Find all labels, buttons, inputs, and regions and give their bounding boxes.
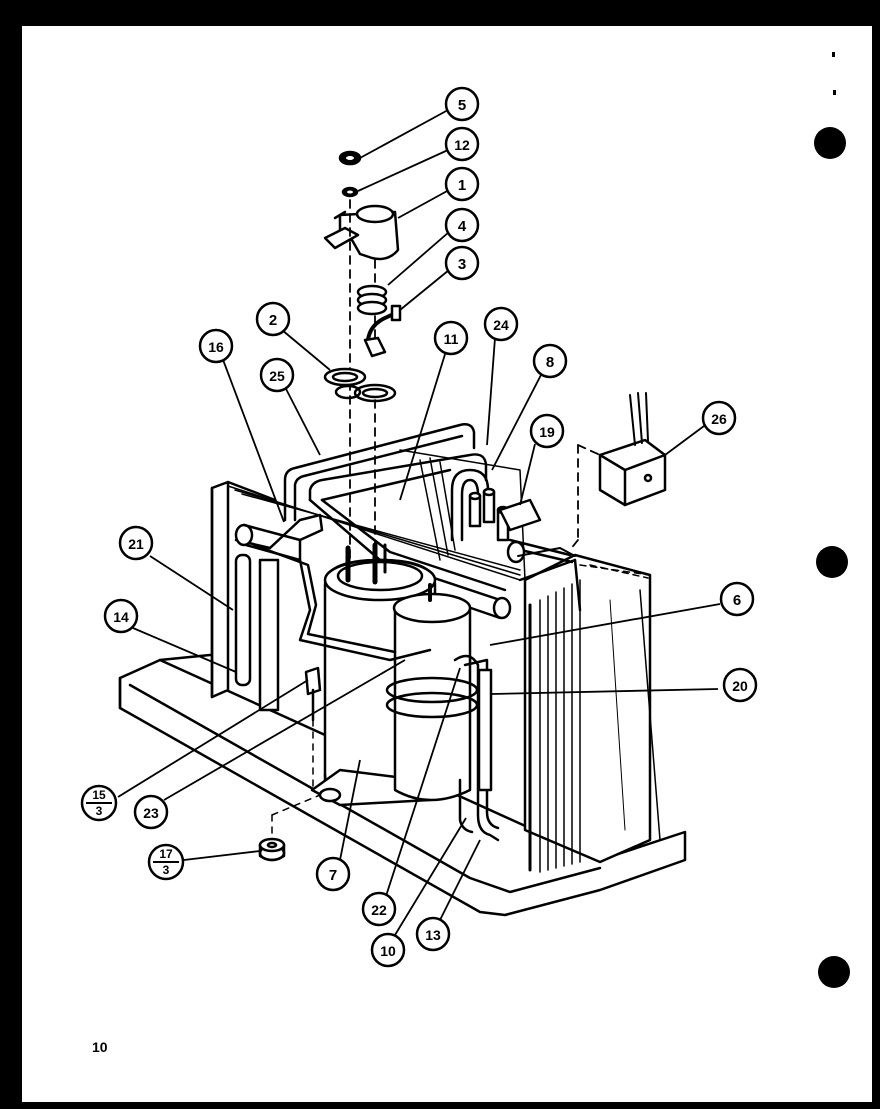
svg-text:4: 4 (458, 218, 467, 235)
condenser-coil (518, 553, 661, 873)
callout-12: 12 (444, 126, 480, 162)
valve-tubes (450, 468, 510, 542)
callout-2: 2 (255, 301, 291, 337)
callout-11: 11 (433, 320, 469, 356)
callout-3: 3 (444, 245, 480, 281)
callout-7: 7 (315, 856, 351, 892)
svg-text:12: 12 (454, 137, 470, 153)
callout-16: 16 (198, 328, 234, 364)
callout-10: 10 (370, 932, 406, 968)
callout-1: 1 (444, 166, 480, 202)
svg-text:21: 21 (128, 536, 144, 552)
svg-text:15: 15 (92, 788, 106, 802)
svg-text:25: 25 (269, 368, 285, 384)
svg-text:20: 20 (732, 678, 748, 694)
callout-25: 25 (259, 357, 295, 393)
svg-text:3: 3 (96, 804, 103, 818)
callout-22: 22 (361, 891, 397, 927)
left-capillary-tubing (234, 513, 432, 712)
callout-15-3: 15 3 (80, 784, 118, 822)
exploded-terminal-parts (323, 150, 402, 561)
thermostat (569, 392, 667, 551)
binder-hole-middle (816, 546, 848, 578)
callout-23: 23 (133, 794, 169, 830)
callout-17-3: 17 3 (147, 843, 185, 881)
callout-6: 6 (719, 581, 755, 617)
callout-5: 5 (444, 86, 480, 122)
svg-text:17: 17 (159, 847, 173, 861)
callout-19: 19 (529, 413, 565, 449)
callout-26: 26 (701, 400, 737, 436)
page-number: 10 (92, 1039, 108, 1055)
svg-text:16: 16 (208, 339, 224, 355)
accumulator-tube (434, 578, 512, 620)
callout-4: 4 (444, 207, 480, 243)
left-end-plate (210, 480, 277, 699)
svg-text:22: 22 (371, 902, 387, 918)
svg-text:10: 10 (380, 943, 396, 959)
callout-24: 24 (483, 306, 519, 342)
svg-text:1: 1 (458, 177, 466, 194)
svg-text:13: 13 (425, 927, 441, 943)
svg-text:26: 26 (711, 411, 727, 427)
svg-text:3: 3 (163, 863, 170, 877)
compressor-assembly-drawing (118, 150, 687, 917)
callout-21: 21 (118, 525, 154, 561)
binder-hole-top (814, 127, 846, 159)
svg-text:5: 5 (458, 97, 466, 114)
discharge-line (453, 654, 500, 842)
callout-bubbles: 5 12 1 4 3 2 11 24 (80, 86, 758, 968)
svg-text:6: 6 (733, 592, 741, 609)
svg-text:3: 3 (458, 256, 466, 273)
svg-text:11: 11 (444, 331, 459, 347)
svg-text:7: 7 (329, 867, 337, 884)
callout-20: 20 (722, 667, 758, 703)
svg-text:23: 23 (143, 805, 159, 821)
callout-14: 14 (103, 598, 139, 634)
mounting-bolt (304, 666, 322, 791)
svg-text:24: 24 (493, 317, 509, 333)
svg-text:8: 8 (546, 354, 554, 371)
leader-lines (117, 109, 721, 936)
binder-hole-bottom (818, 956, 850, 988)
svg-text:2: 2 (269, 312, 277, 329)
callout-8: 8 (532, 343, 568, 379)
callout-13: 13 (415, 916, 451, 952)
rubber-grommet (258, 794, 321, 862)
svg-text:14: 14 (113, 609, 129, 625)
svg-text:19: 19 (539, 424, 555, 440)
accumulator (385, 583, 479, 802)
